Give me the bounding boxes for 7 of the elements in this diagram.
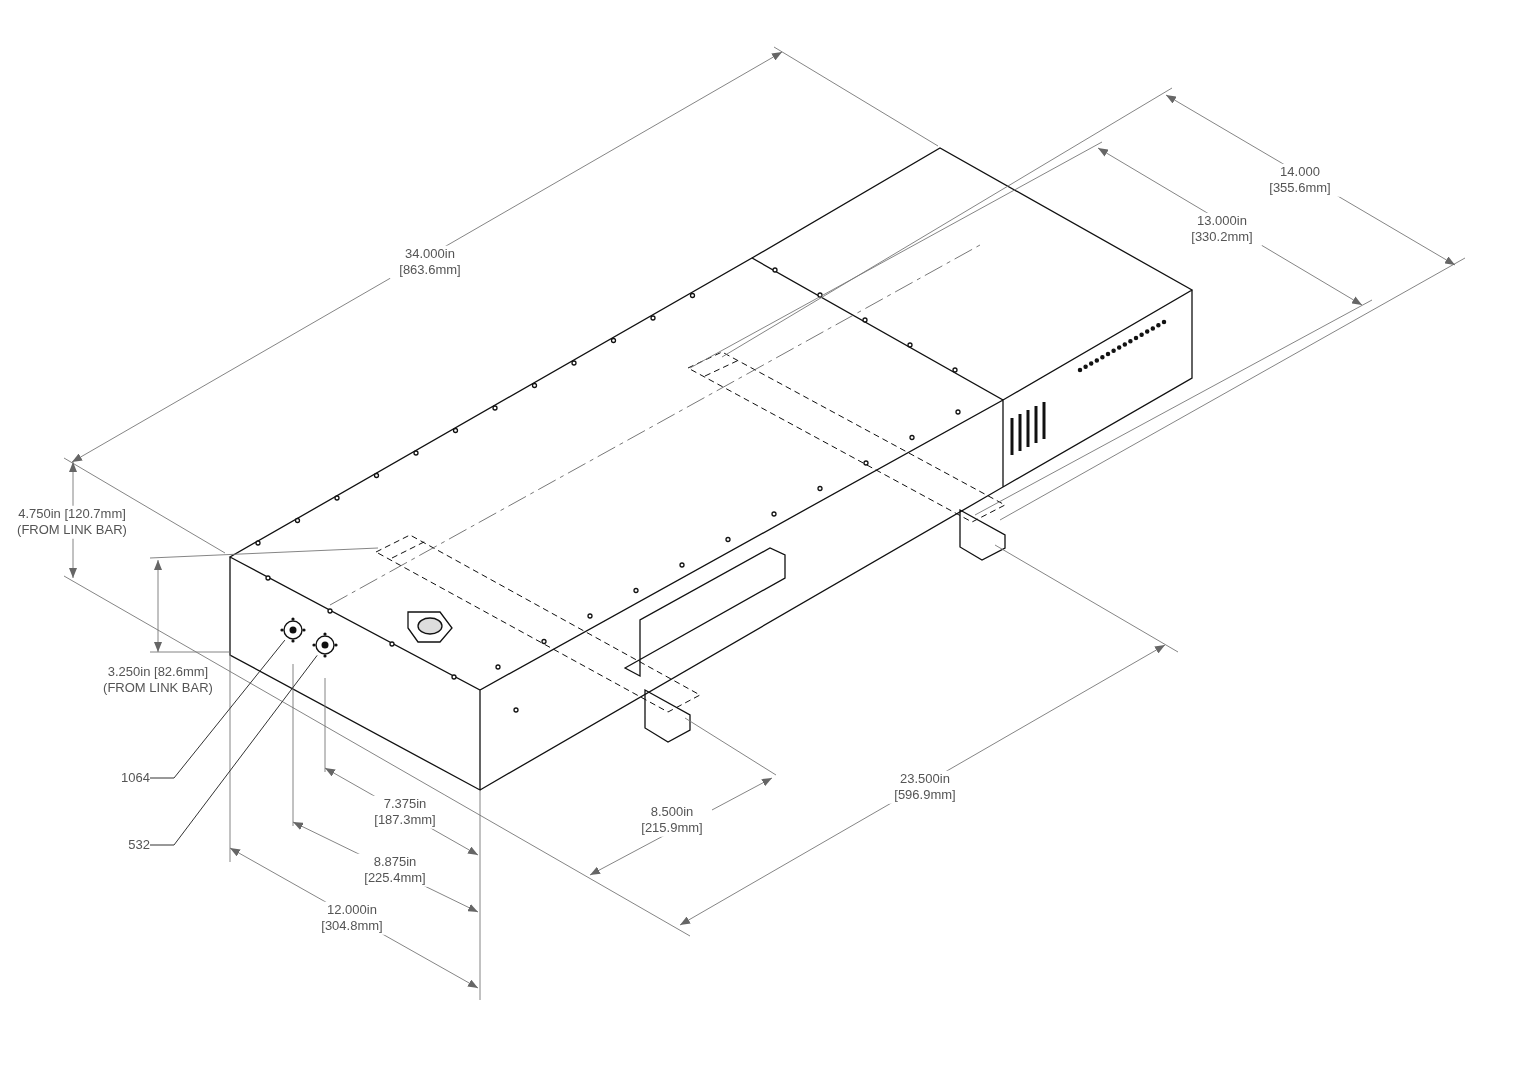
leader-line [149, 639, 286, 779]
dimension-label: 4.750in [120.7mm] (FROM LINK BAR) [15, 505, 129, 539]
callout-number: 532 [128, 836, 150, 854]
callout-number: 1064 [121, 769, 150, 787]
leader-line [149, 654, 318, 846]
output-port-icon [312, 632, 338, 658]
output-port-icon [280, 617, 306, 643]
